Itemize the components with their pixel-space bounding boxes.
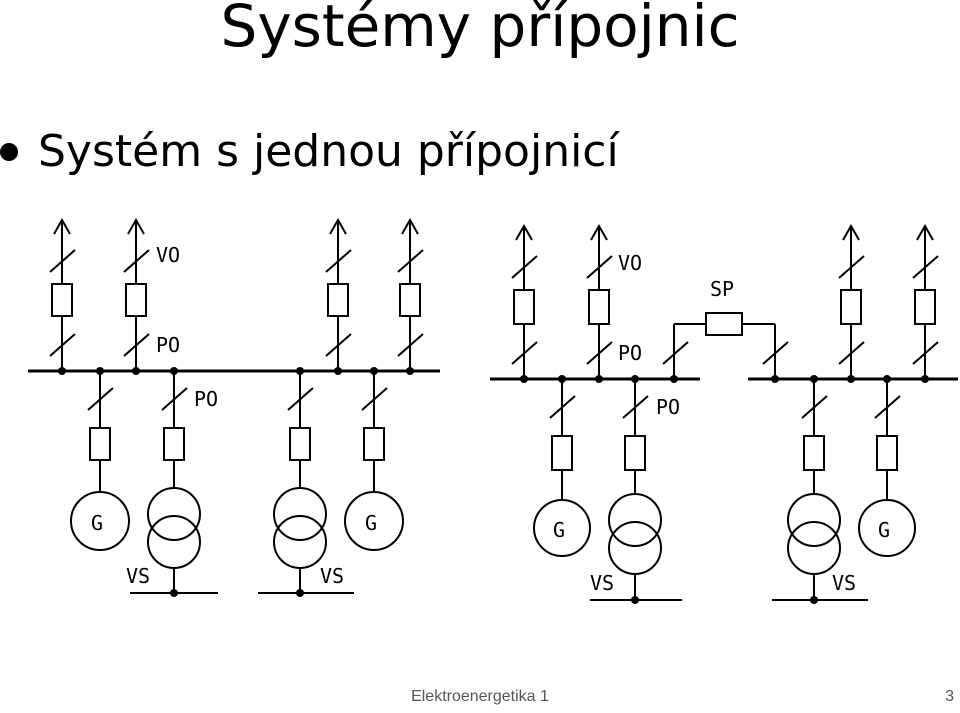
left-feeder-2 — [123, 217, 150, 375]
left-feeder-1 — [49, 217, 76, 375]
right-feeder-1 — [511, 223, 538, 383]
left-feeder-4 — [397, 217, 424, 375]
generator-icon — [858, 499, 916, 557]
right-transformer-bay-2 — [772, 375, 868, 604]
bullet-item: Systém s jednou přípojnicí — [0, 122, 619, 182]
right-generator-bay-1 — [533, 375, 591, 557]
label-g: G — [878, 518, 890, 542]
label-g: G — [553, 518, 565, 542]
right-generator-bay-2 — [858, 375, 916, 557]
transformer-icon — [787, 493, 841, 547]
bullet-text: Systém s jednou přípojnicí — [38, 126, 619, 177]
left-generator-bay-2 — [344, 367, 404, 551]
page-number: 3 — [945, 688, 954, 705]
left-feeder-3 — [325, 217, 352, 375]
right-diagram: VO SP PO PO G G VS VS — [490, 223, 958, 604]
right-transformer-bay-1 — [590, 375, 682, 604]
label-po: PO — [656, 395, 680, 419]
transformer-icon — [273, 487, 327, 541]
bus-coupler — [662, 312, 789, 383]
label-po: PO — [618, 341, 642, 365]
left-diagram: VO PO PO G G VS VS — [28, 217, 440, 597]
busbar-diagram: VO PO PO G G VS VS — [28, 217, 958, 604]
right-feeder-3 — [838, 223, 865, 383]
right-feeder-2 — [586, 223, 613, 383]
slide-title: Systémy přípojnic — [220, 0, 740, 60]
label-vs: VS — [126, 564, 150, 588]
transformer-icon — [608, 493, 662, 547]
label-vo: VO — [618, 251, 642, 275]
right-feeder-4 — [912, 223, 939, 383]
bullet-dot-icon — [0, 143, 18, 161]
label-po: PO — [156, 333, 180, 357]
left-generator-bay-1 — [70, 367, 130, 551]
slide-footer: Elektroenergetika 1 3 — [0, 688, 960, 712]
generator-icon — [70, 491, 130, 551]
label-g: G — [91, 511, 103, 535]
left-transformer-bay-1 — [130, 367, 218, 597]
label-g: G — [365, 511, 377, 535]
label-vs: VS — [320, 564, 344, 588]
transformer-icon — [147, 487, 201, 541]
label-vo: VO — [156, 243, 180, 267]
generator-icon — [533, 499, 591, 557]
generator-icon — [344, 491, 404, 551]
left-transformer-bay-2 — [258, 367, 354, 597]
label-sp: SP — [710, 277, 734, 301]
label-vs: VS — [590, 571, 614, 595]
label-vs: VS — [832, 571, 856, 595]
footer-text: Elektroenergetika 1 — [411, 688, 549, 705]
label-po: PO — [194, 387, 218, 411]
